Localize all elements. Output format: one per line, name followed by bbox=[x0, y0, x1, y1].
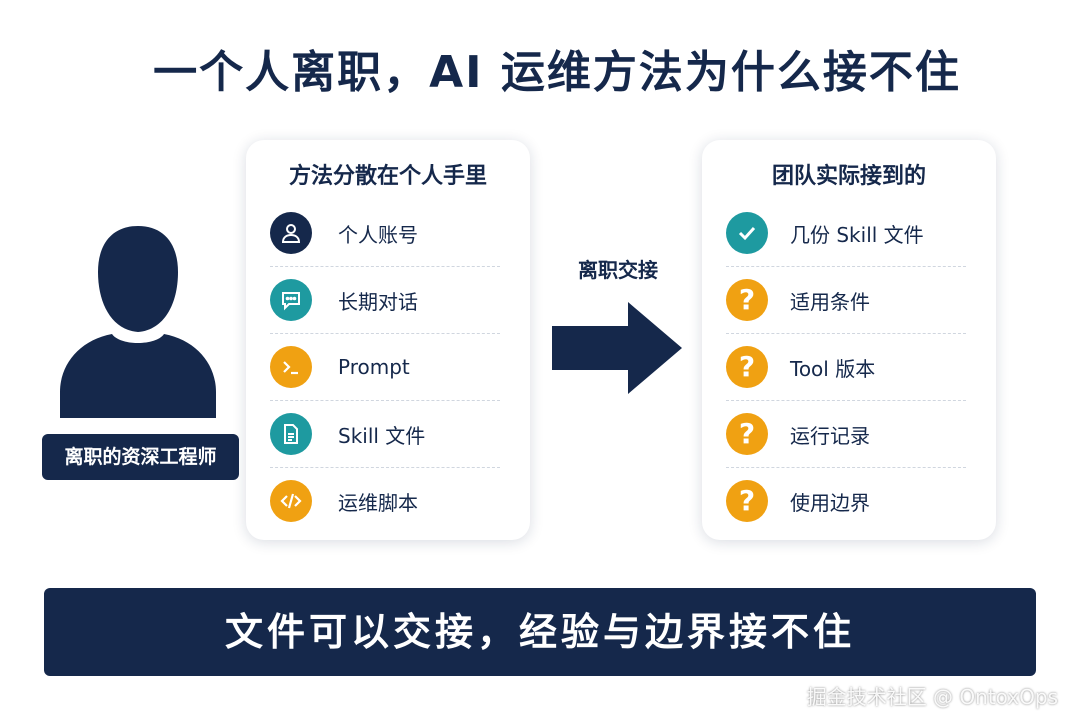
person-label: 离职的资深工程师 bbox=[42, 434, 239, 480]
list-item: 运维脚本 bbox=[270, 468, 500, 534]
item-label: 运维脚本 bbox=[338, 490, 418, 515]
list-item: ? 运行记录 bbox=[726, 401, 966, 468]
list-item: Prompt bbox=[270, 334, 500, 401]
handover-label: 离职交接 bbox=[578, 258, 658, 282]
left-card-title: 方法分散在个人手里 bbox=[288, 164, 487, 189]
right-card-title: 团队实际接到的 bbox=[771, 164, 926, 189]
page-title: 一个人离职，AI 运维方法为什么接不住 bbox=[153, 47, 961, 98]
document-icon bbox=[270, 413, 312, 455]
list-item: 个人账号 bbox=[270, 200, 500, 267]
list-item: ? 适用条件 bbox=[726, 267, 966, 334]
check-icon bbox=[726, 212, 768, 254]
question-icon: ? bbox=[726, 279, 768, 321]
person-silhouette-icon bbox=[60, 226, 216, 418]
item-label: 使用边界 bbox=[790, 490, 870, 515]
code-icon bbox=[270, 480, 312, 522]
item-label: 适用条件 bbox=[790, 289, 870, 314]
item-label: Prompt bbox=[338, 355, 410, 379]
item-label: Tool 版本 bbox=[790, 356, 876, 381]
question-icon: ? bbox=[726, 346, 768, 388]
list-item: 长期对话 bbox=[270, 267, 500, 334]
user-icon bbox=[270, 212, 312, 254]
item-label: 长期对话 bbox=[338, 289, 418, 314]
person-figure: 离职的资深工程师 bbox=[38, 222, 243, 480]
arrow-right-icon bbox=[552, 302, 682, 394]
question-icon: ? bbox=[726, 480, 768, 522]
item-label: Skill 文件 bbox=[338, 423, 426, 448]
chat-icon bbox=[270, 279, 312, 321]
item-label: 运行记录 bbox=[790, 423, 870, 448]
right-card: 团队实际接到的 几份 Skill 文件 ? 适用条件 ? Tool 版本 ? 运… bbox=[702, 140, 996, 540]
terminal-icon bbox=[270, 346, 312, 388]
list-item: ? 使用边界 bbox=[726, 468, 966, 534]
item-label: 个人账号 bbox=[338, 222, 418, 247]
watermark: 掘金技术社区 @ OntoxOps bbox=[806, 685, 1058, 709]
list-item: Skill 文件 bbox=[270, 401, 500, 468]
conclusion-banner: 文件可以交接，经验与边界接不住 bbox=[44, 588, 1036, 676]
list-item: 几份 Skill 文件 bbox=[726, 200, 966, 267]
list-item: ? Tool 版本 bbox=[726, 334, 966, 401]
left-card: 方法分散在个人手里 个人账号 长期对话 bbox=[246, 140, 530, 540]
item-label: 几份 Skill 文件 bbox=[790, 222, 924, 247]
question-icon: ? bbox=[726, 413, 768, 455]
